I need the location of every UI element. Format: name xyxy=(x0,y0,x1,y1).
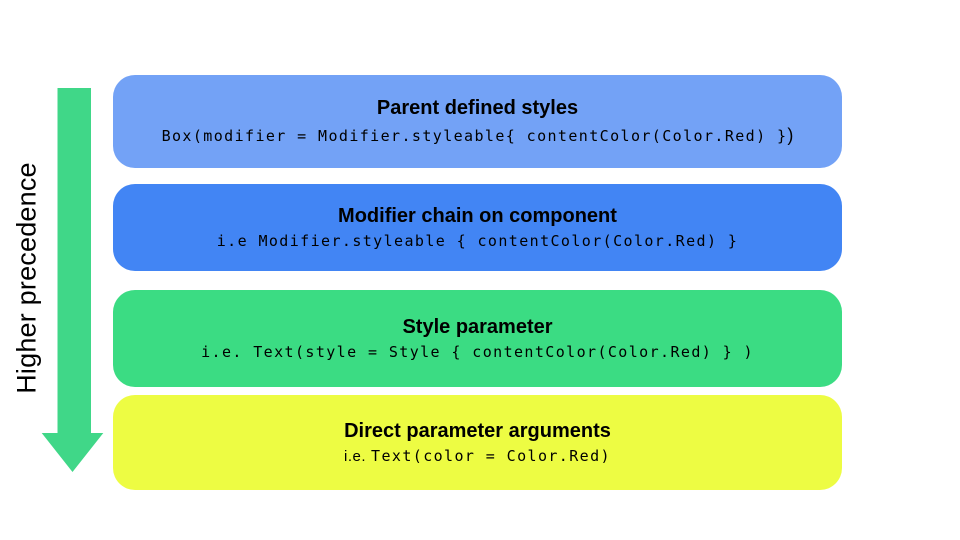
box-direct-parameter-arguments: Direct parameter arguments i.e.Text(colo… xyxy=(113,395,842,490)
code-text: Text(color = Color.Red) xyxy=(371,446,611,465)
box-title: Modifier chain on component xyxy=(338,204,617,227)
code-text: i.e. Text(style = Style { contentColor(C… xyxy=(201,342,754,361)
box-style-parameter: Style parameter i.e. Text(style = Style … xyxy=(113,290,842,387)
box-code: i.e. Text(style = Style { contentColor(C… xyxy=(201,343,754,363)
box-title: Style parameter xyxy=(402,315,553,338)
box-parent-defined-styles: Parent defined styles Box(modifier = Mod… xyxy=(113,75,842,168)
box-code: i.e.Text(color = Color.Red) xyxy=(344,447,611,467)
box-code: Box(modifier = Modifier.styleable{ conte… xyxy=(162,124,794,147)
code-prefix: i.e. xyxy=(344,447,367,465)
box-title: Direct parameter arguments xyxy=(344,419,611,442)
code-suffix: ) xyxy=(787,124,794,145)
box-code: i.e Modifier.styleable { contentColor(Co… xyxy=(217,232,739,252)
code-text: i.e Modifier.styleable { contentColor(Co… xyxy=(216,231,739,250)
code-text: Box(modifier = Modifier.styleable{ conte… xyxy=(161,126,788,145)
box-modifier-chain: Modifier chain on component i.e Modifier… xyxy=(113,184,842,271)
down-arrow-icon xyxy=(41,88,104,472)
box-title: Parent defined styles xyxy=(376,96,579,119)
